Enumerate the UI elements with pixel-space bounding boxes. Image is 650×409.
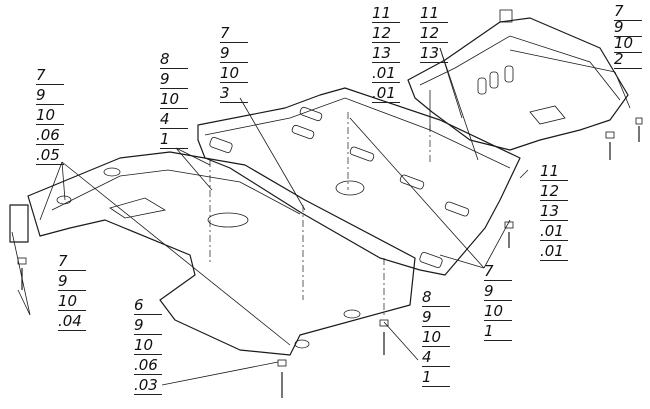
callout-cell: 8 — [422, 288, 450, 307]
callout-cell: 10 — [220, 64, 248, 83]
callout-cell: 7 — [614, 2, 642, 21]
callout-cell: 1 — [484, 322, 512, 341]
callout-cell: 12 — [420, 24, 448, 43]
callout-cell: 13 — [372, 44, 400, 63]
callout-cell: 10 — [160, 90, 188, 109]
callout-cell: .01 — [540, 222, 568, 241]
callout-cell: .01 — [372, 64, 400, 83]
callout-cell: .06 — [134, 356, 162, 375]
callout-cell: 13 — [540, 202, 568, 221]
callout-cell: 10 — [484, 302, 512, 321]
callout-cell: 9 — [58, 272, 86, 291]
callout-cell: 9 — [134, 316, 162, 335]
callout-cell: 9 — [614, 18, 642, 37]
callout-cell: .01 — [372, 84, 400, 103]
front-skid-plate — [27, 151, 416, 356]
callout-cell: 7 — [484, 262, 512, 281]
middle-skid-plate — [197, 87, 521, 276]
callout-cell: .03 — [134, 376, 162, 395]
callout-cell: 9 — [36, 86, 64, 105]
callout-cell: .05 — [36, 146, 64, 165]
callout-cell: 2 — [614, 50, 642, 69]
callout-cell: 4 — [422, 348, 450, 367]
callout-cell: 10 — [36, 106, 64, 125]
callout-cell: 7 — [220, 24, 248, 43]
callout-cell: 9 — [160, 70, 188, 89]
leader-lines — [11, 47, 631, 386]
callout-cell: 7 — [36, 66, 64, 85]
callout-cell: 4 — [160, 110, 188, 129]
callout-cell: 7 — [58, 252, 86, 271]
callout-cell: 10 — [134, 336, 162, 355]
callout-cell: 6 — [134, 296, 162, 315]
callout-cell: 12 — [540, 182, 568, 201]
callout-cell: 10 — [58, 292, 86, 311]
callout-cell: 11 — [420, 4, 448, 23]
callout-cell: 13 — [420, 44, 448, 63]
callout-cell: 1 — [422, 368, 450, 387]
callout-cell: 10 — [614, 34, 642, 53]
callout-cell: 8 — [160, 50, 188, 69]
callout-cell: 12 — [372, 24, 400, 43]
callout-cell: .01 — [540, 242, 568, 261]
callout-cell: 3 — [220, 84, 248, 103]
callout-cell: 1 — [160, 130, 188, 149]
callout-cell: 9 — [422, 308, 450, 327]
center-axes — [209, 112, 431, 318]
callout-cell: .06 — [36, 126, 64, 145]
callout-cell: 9 — [220, 44, 248, 63]
callout-cell: 11 — [540, 162, 568, 181]
callout-cell: 11 — [372, 4, 400, 23]
callout-cell: .04 — [58, 312, 86, 331]
callout-cell: 10 — [422, 328, 450, 347]
callout-cell: 9 — [484, 282, 512, 301]
rear-skid-plate — [407, 9, 629, 151]
